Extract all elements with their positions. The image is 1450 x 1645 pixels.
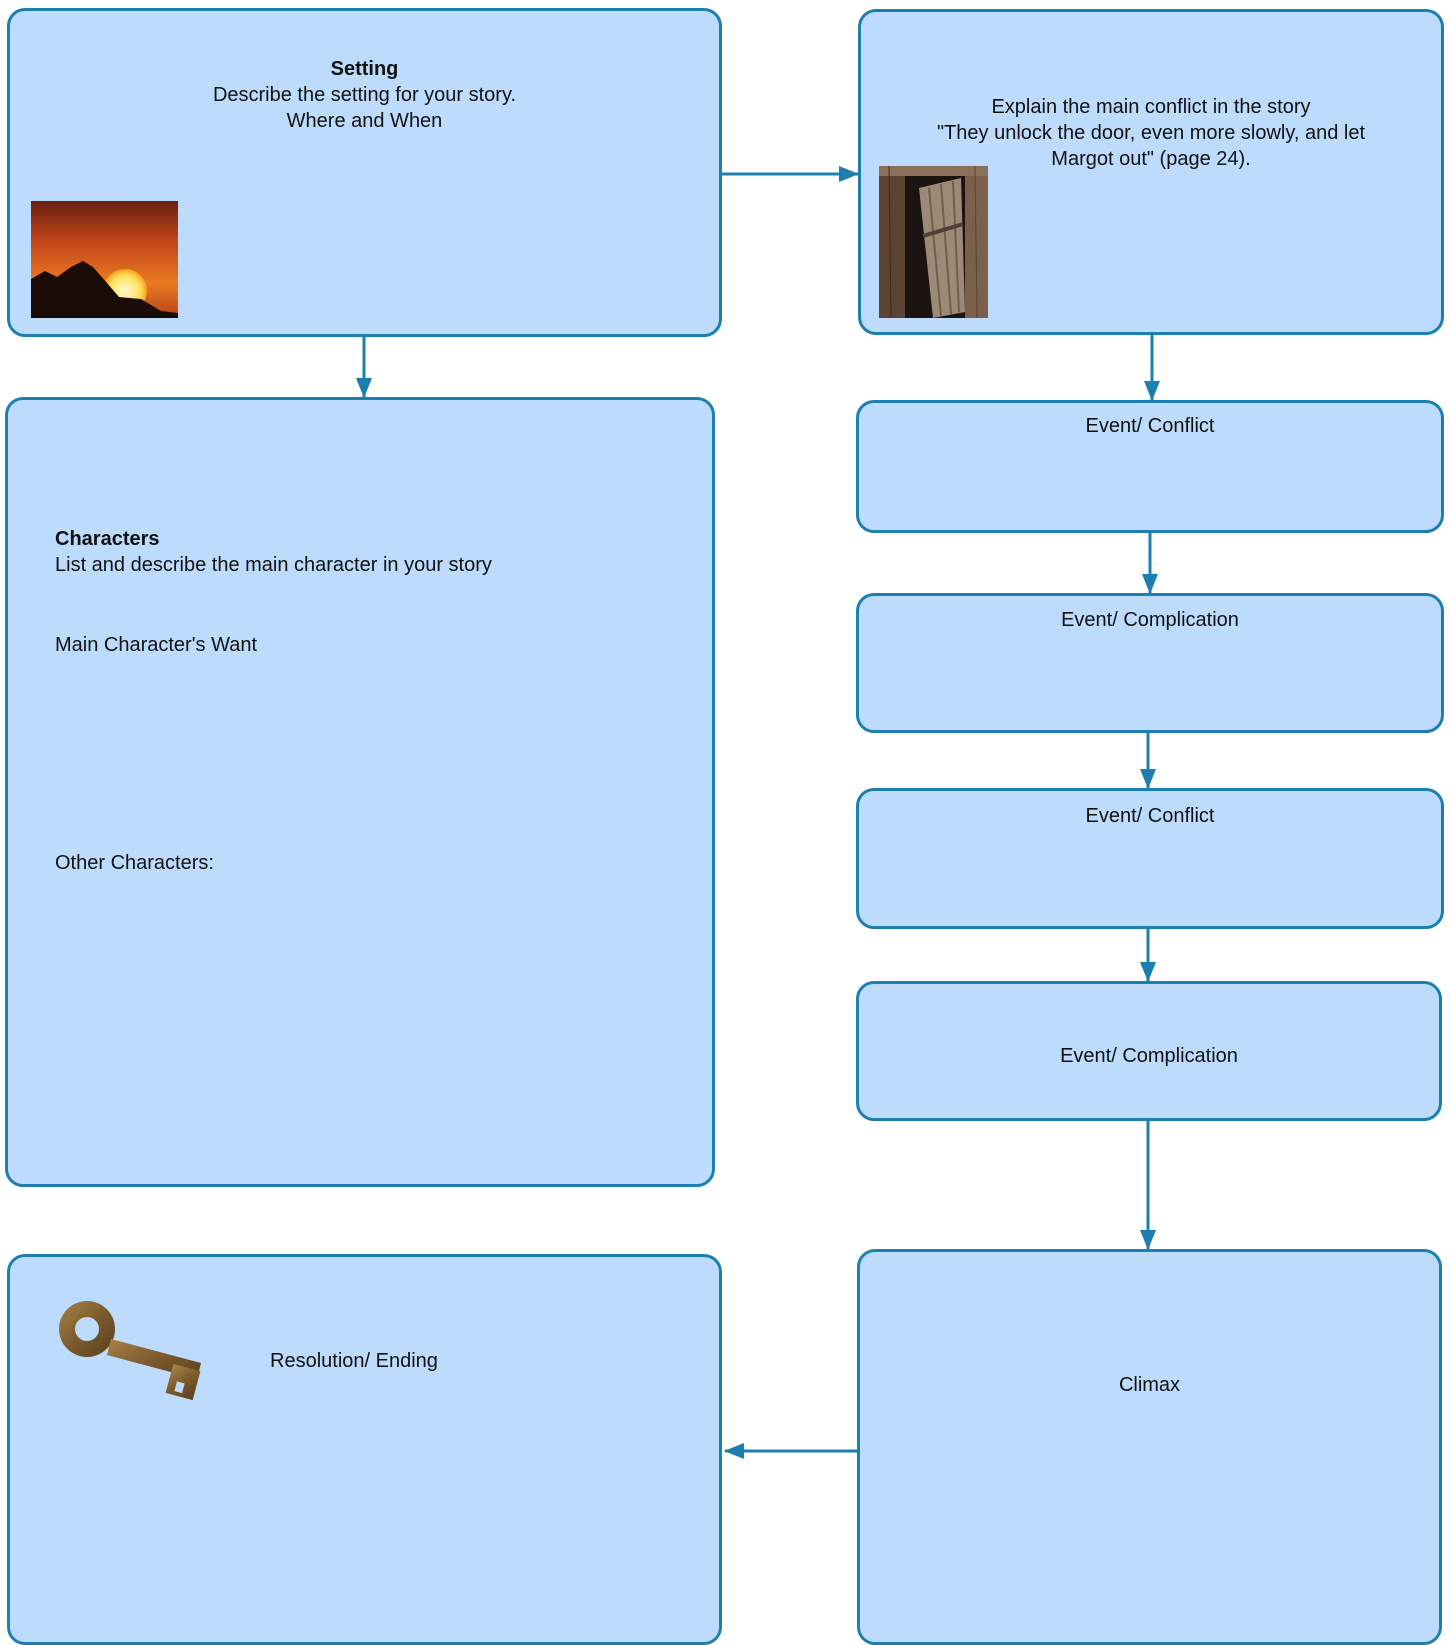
climax-box[interactable]: Climax <box>857 1249 1442 1645</box>
event-2-label: Event/ Complication <box>1061 609 1239 631</box>
setting-where-when: Where and When <box>286 110 443 132</box>
event-box-1[interactable]: Event/ Conflict <box>856 400 1444 533</box>
event-4-label: Event/ Complication <box>1060 1045 1238 1067</box>
event-box-2[interactable]: Event/ Complication <box>856 593 1444 733</box>
event-box-4[interactable]: Event/ Complication <box>856 981 1442 1121</box>
resolution-label: Resolution/ Ending <box>270 1350 438 1372</box>
event-box-3[interactable]: Event/ Conflict <box>856 788 1444 929</box>
characters-title: Characters <box>55 528 160 550</box>
conflict-quote-line2: Margot out" (page 24). <box>1051 148 1251 170</box>
event-1-label: Event/ Conflict <box>1085 415 1215 437</box>
main-conflict-box[interactable]: Explain the main conflict in the story "… <box>858 9 1444 335</box>
door-image <box>879 166 988 318</box>
setting-box[interactable]: Setting Describe the setting for your st… <box>7 8 722 337</box>
conflict-quote-line1: "They unlock the door, even more slowly,… <box>936 122 1366 144</box>
main-character-want-label: Main Character's Want <box>55 634 258 656</box>
climax-label: Climax <box>1118 1374 1181 1396</box>
characters-box[interactable]: Characters List and describe the main ch… <box>5 397 715 1187</box>
sunset-image <box>31 201 178 318</box>
resolution-box[interactable]: Resolution/ Ending <box>7 1254 722 1645</box>
setting-title: Setting <box>330 58 399 80</box>
setting-description: Describe the setting for your story. <box>212 84 517 106</box>
conflict-prompt: Explain the main conflict in the story <box>991 96 1311 118</box>
key-image <box>59 1301 201 1401</box>
characters-subtitle: List and describe the main character in … <box>55 554 492 576</box>
other-characters-label: Other Characters: <box>55 852 214 874</box>
event-3-label: Event/ Conflict <box>1085 805 1215 827</box>
